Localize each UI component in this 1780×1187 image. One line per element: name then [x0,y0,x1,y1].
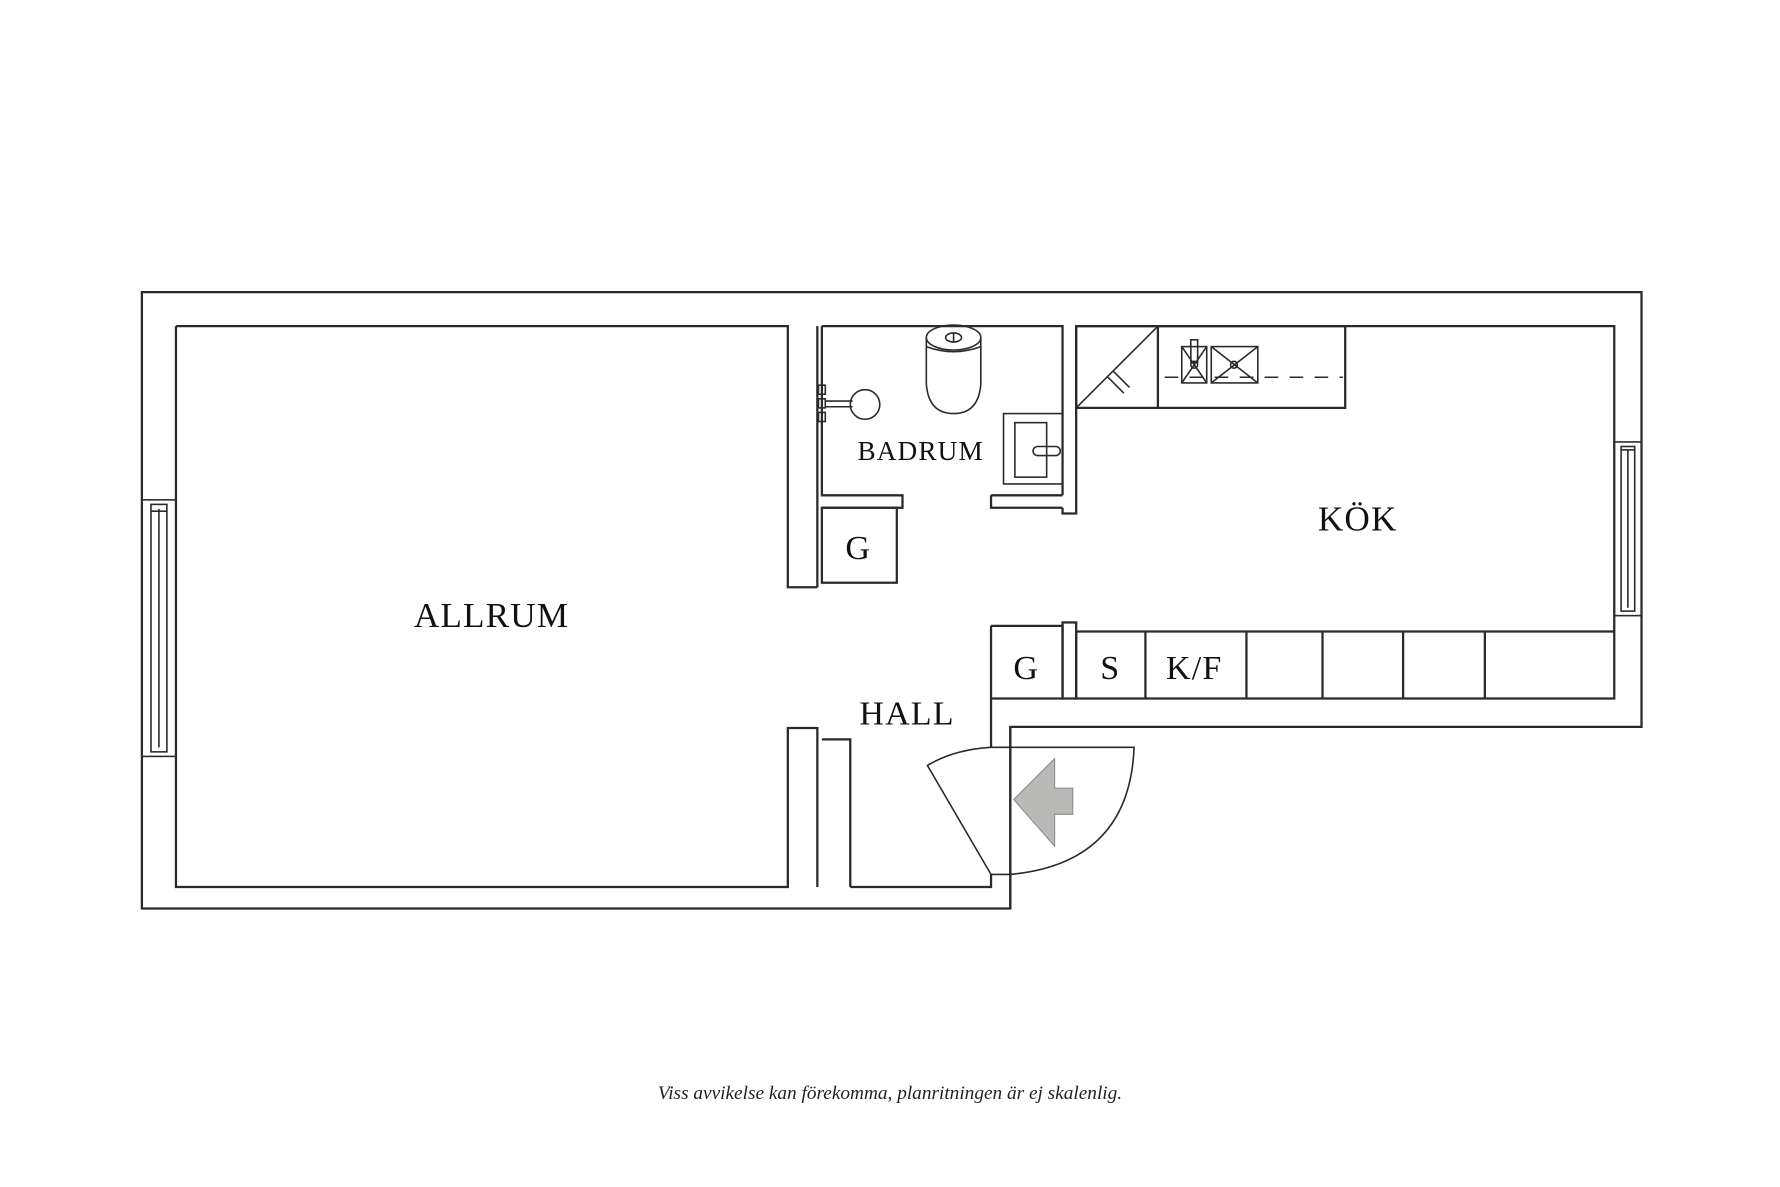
window-left [141,499,177,758]
label-badrum: BADRUM [857,436,983,466]
kitchen-top-counter [1075,325,1347,410]
allrum-room [141,325,819,889]
badrum-room [816,324,1078,588]
label-closet-g-badrum: G [845,530,871,567]
entrance-arrow-icon [1012,757,1074,848]
closet-g-badrum [820,506,898,584]
label-allrum: ALLRUM [414,596,569,635]
closet-g-hall [989,624,1064,748]
outer-walls [140,290,1643,910]
sink-icon [1002,412,1064,485]
kitchen-bottom-counter [1061,621,1616,700]
label-kok: KÖK [1318,499,1398,538]
kok-room [989,325,1643,748]
entrance-door-icon [926,746,1135,876]
hall-area [821,726,1135,909]
disclaimer-text: Viss avvikelse kan förekomma, planritnin… [658,1083,1122,1104]
toilet-icon [925,324,982,415]
shower-icon [817,384,881,423]
kitchen-sink-icon [1180,338,1208,384]
window-right [1613,441,1643,617]
label-hall: HALL [859,696,954,733]
label-stove: S [1100,650,1120,687]
kitchen-basin-icon [1210,345,1259,384]
label-closet-g-hall: G [1013,650,1039,687]
label-fridge-freezer: K/F [1166,650,1222,687]
